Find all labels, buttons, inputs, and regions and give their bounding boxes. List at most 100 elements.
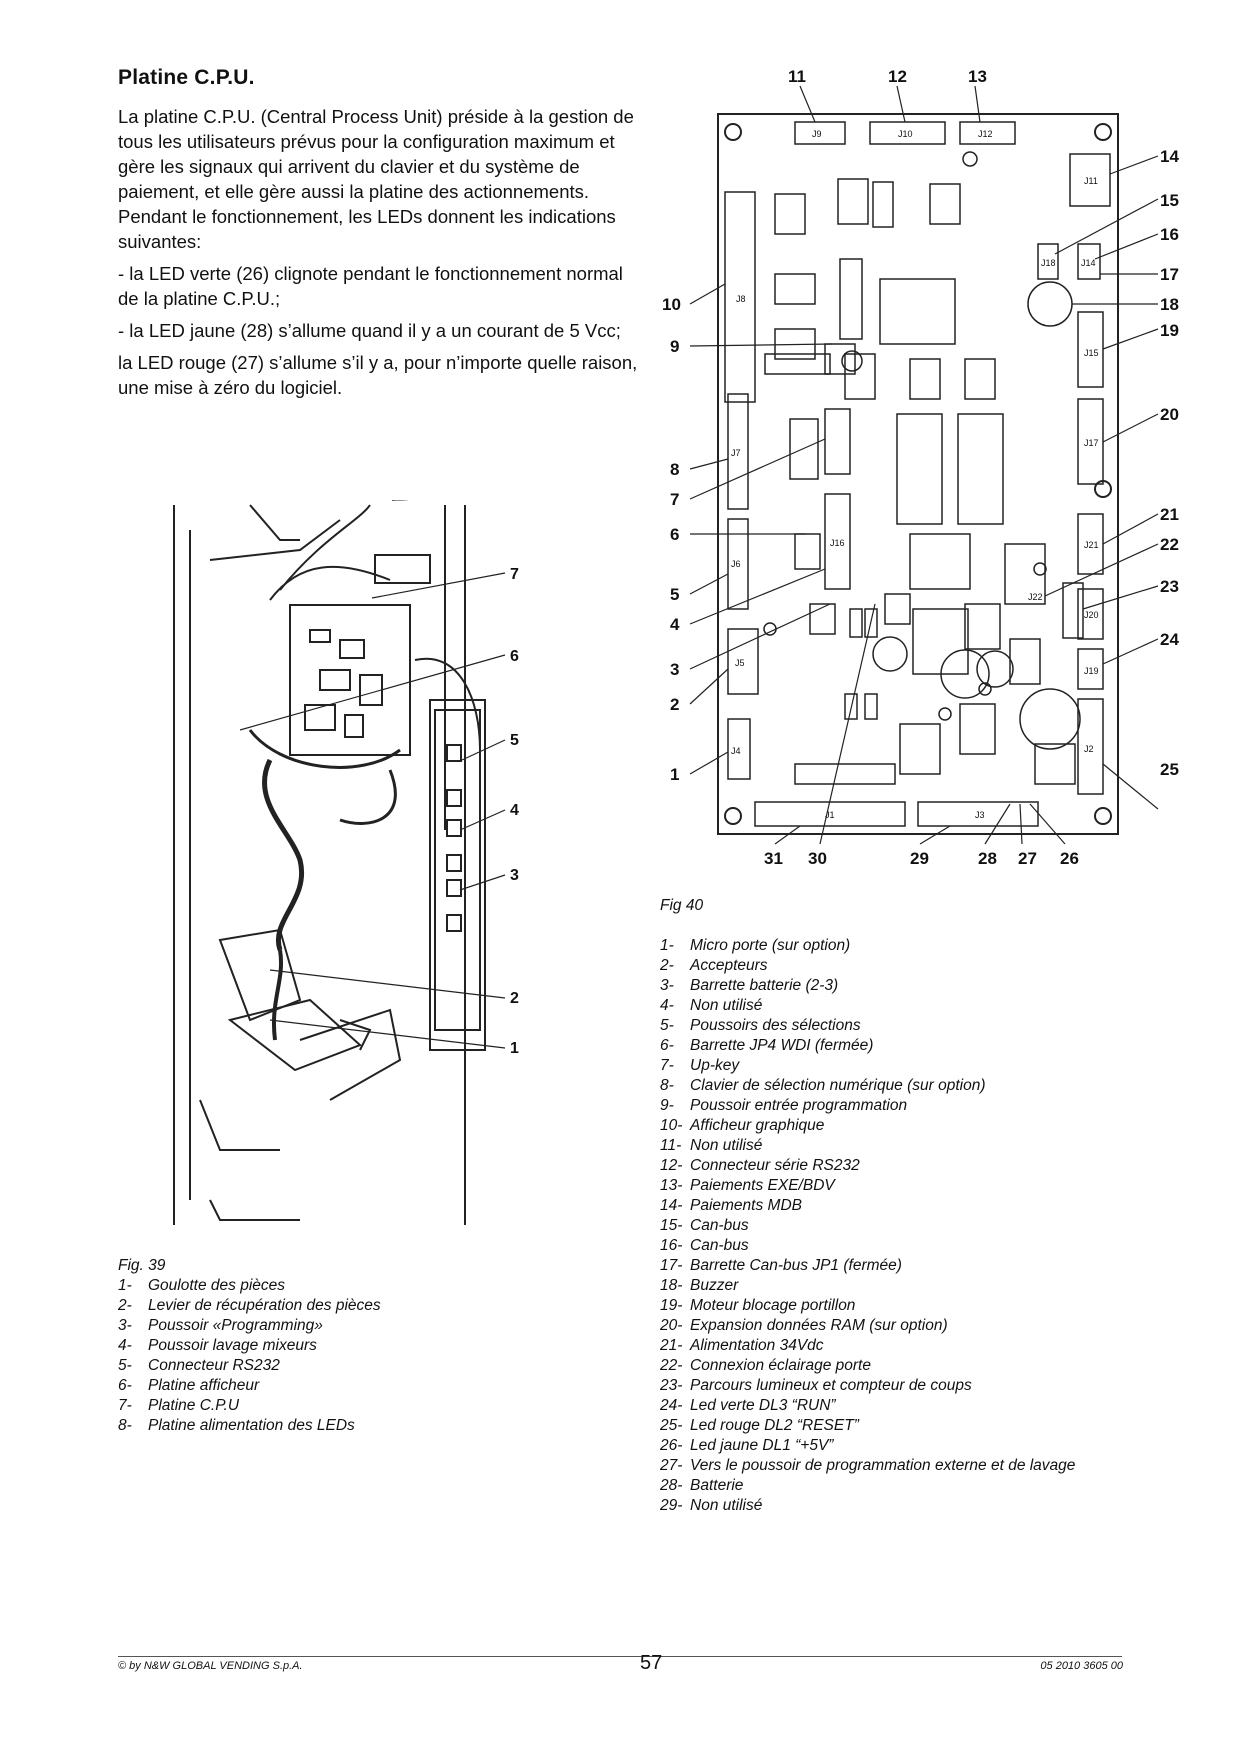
fig40-legend-item: 1-Micro porte (sur option) (660, 936, 1075, 956)
connector-j1: J1 (825, 810, 835, 820)
page-number: 57 (640, 1652, 663, 1674)
fig40-legend-number: 10- (660, 1117, 683, 1134)
fig40-num-19: 19 (1160, 321, 1179, 340)
fig40-legend-item: 22- Connexion éclairage porte (660, 1356, 1075, 1376)
footer-doc-code: 05 2010 3605 00 (1040, 1660, 1123, 1672)
fig40-legend-item: 14- Paiements MDB (660, 1196, 1075, 1216)
connector-j10: J10 (898, 129, 913, 139)
fig40-num-28: 28 (978, 849, 997, 868)
fig39-callout-4: 4 (510, 802, 519, 819)
fig39-legend-text: Platine afficheur (148, 1377, 260, 1394)
fig39-callout-2: 2 (510, 990, 519, 1007)
fig40-legend-text: Batterie (690, 1477, 744, 1494)
fig40-legend-text: Moteur blocage portillon (690, 1297, 856, 1314)
fig40-legend-item: 3-Barrette batterie (2-3) (660, 976, 1075, 996)
connector-j9: J9 (812, 129, 822, 139)
fig40-num-26: 26 (1060, 849, 1079, 868)
fig39-callout-7: 7 (510, 566, 519, 583)
fig40-legend-number: 14- (660, 1197, 683, 1214)
fig40-legend-number: 12- (660, 1157, 683, 1174)
fig40-num-20: 20 (1160, 405, 1179, 424)
fig40-legend-number: 21- (660, 1337, 683, 1354)
fig40-num-31: 31 (764, 849, 783, 868)
connector-j16: J16 (830, 538, 845, 548)
fig40-legend-number: 24- (660, 1397, 683, 1414)
connector-j17: J17 (1084, 438, 1099, 448)
fig39-callout-1: 1 (510, 1040, 519, 1057)
connector-j12: J12 (978, 129, 993, 139)
connector-j18-top: J18 (1041, 258, 1056, 268)
fig39-legend-text: Poussoir lavage mixeurs (148, 1337, 317, 1354)
fig40-legend-number: 8- (660, 1077, 674, 1094)
machine-interior-illustration: 8 7 6 5 4 3 2 1 (173, 500, 519, 1225)
fig39-legend-item: 2-Levier de récupération des pièces (118, 1296, 381, 1316)
fig40-legend-number: 20- (660, 1317, 683, 1334)
fig40-legend-text: Connexion éclairage porte (690, 1357, 871, 1374)
fig40-legend-item: 16-Can-bus (660, 1236, 1075, 1256)
fig40-legend-item: 11-Non utilisé (660, 1136, 1075, 1156)
fig39-legend-number: 8- (118, 1417, 132, 1434)
fig40-num-27: 27 (1018, 849, 1037, 868)
intro-text: La platine C.P.U. (Central Process Unit)… (118, 104, 640, 400)
fig39-legend-text: Connecteur RS232 (148, 1357, 280, 1374)
intro-paragraph-1: La platine C.P.U. (Central Process Unit)… (118, 106, 634, 202)
fig40-legend-number: 5- (660, 1017, 674, 1034)
fig40-legend-text: Accepteurs (690, 957, 768, 974)
connector-j11: J11 (1084, 176, 1098, 186)
led-green-text: - la LED verte (26) clignote pendant le … (118, 263, 623, 309)
fig40-legend-item: 7-Up-key (660, 1056, 1075, 1076)
fig40-legend: 1-Micro porte (sur option)2- Accepteurs 3-… (660, 936, 1075, 1516)
fig40-legend-item: 26-Led jaune DL1 “+5V” (660, 1436, 1075, 1456)
fig40-legend-item: 20-Expansion données RAM (sur option) (660, 1316, 1075, 1336)
fig40-legend-text: Led verte DL3 “RUN” (690, 1397, 836, 1414)
fig40-legend-item: 24- Led verte DL3 “RUN” (660, 1396, 1075, 1416)
fig40-legend-text: Micro porte (sur option) (690, 937, 851, 954)
fig40-legend-item: 13- Paiements EXE/BDV (660, 1176, 1075, 1196)
fig40-legend-text: Paiements EXE/BDV (690, 1177, 835, 1194)
fig40-legend-text: Afficheur graphique (690, 1117, 825, 1134)
connector-j19: J19 (1084, 666, 1099, 676)
fig39-callout-3: 3 (510, 867, 519, 884)
page-title: Platine C.P.U. (118, 66, 255, 89)
fig40-legend-text: Paiements MDB (690, 1197, 802, 1214)
connector-j14: J14 (1081, 258, 1096, 268)
fig39-legend-number: 7- (118, 1397, 132, 1414)
fig40-legend-number: 17- (660, 1257, 683, 1274)
fig40-legend-text: Led jaune DL1 “+5V” (690, 1437, 834, 1454)
fig40-num-3: 3 (670, 660, 679, 679)
fig40-legend-item: 28-Batterie (660, 1476, 1075, 1496)
fig40-legend-text: Vers le poussoir de programmation extern… (690, 1457, 1076, 1474)
fig40-num-10: 10 (662, 295, 681, 314)
fig40-legend-item: 12- Connecteur série RS232 (660, 1156, 1075, 1176)
connector-j3: J3 (975, 810, 985, 820)
connector-j6: J6 (731, 559, 741, 569)
fig40-legend-number: 15- (660, 1217, 683, 1234)
fig40-legend-number: 2- (660, 957, 674, 974)
fig40-legend-number: 27- (660, 1457, 683, 1474)
fig40-legend-number: 16- (660, 1237, 683, 1254)
fig40-legend-number: 22- (660, 1357, 683, 1374)
fig40-legend-text: Can-bus (690, 1217, 749, 1234)
connector-j4: J4 (731, 746, 741, 756)
fig39-legend-text: Levier de récupération des pièces (148, 1297, 381, 1314)
fig39-legend-number: 4- (118, 1337, 132, 1354)
fig39-legend-item: 6-Platine afficheur (118, 1376, 381, 1396)
fig39-legend-number: 1- (118, 1277, 132, 1294)
fig40-legend-item: 27- Vers le poussoir de programmation ext… (660, 1456, 1075, 1476)
fig40-legend-item: 8- Clavier de sélection numérique (sur op… (660, 1076, 1075, 1096)
fig39-callout-8: 8 (510, 500, 519, 504)
fig40-legend-text: Barrette Can-bus JP1 (fermée) (690, 1257, 902, 1274)
fig39-legend-text: Platine C.P.U (148, 1397, 240, 1414)
fig40-legend-number: 13- (660, 1177, 683, 1194)
fig40-num-30: 30 (808, 849, 827, 868)
fig40-legend-text: Connecteur série RS232 (690, 1157, 860, 1174)
led-yellow-text: - la LED jaune (28) s’allume quand il y … (118, 320, 621, 341)
fig40-legend-item: 21-Alimentation 34Vdc (660, 1336, 1075, 1356)
fig40-legend-number: 19- (660, 1297, 683, 1314)
fig40-legend-text: Clavier de sélection numérique (sur opti… (690, 1077, 986, 1094)
fig40-num-18: 18 (1160, 295, 1179, 314)
fig40-legend-item: 15- Can-bus (660, 1216, 1075, 1236)
fig40-num-22: 22 (1160, 535, 1179, 554)
footer-copyright: © by N&W GLOBAL VENDING S.p.A. (118, 1660, 303, 1672)
fig39-legend-item: 3-Poussoir «Programming» (118, 1316, 381, 1336)
